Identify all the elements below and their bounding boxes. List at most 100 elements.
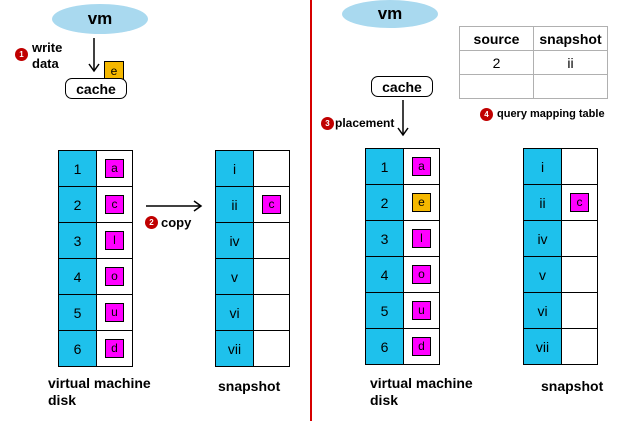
data-block: c <box>570 193 589 212</box>
row-index: 2 <box>58 186 97 223</box>
vm-ellipse-left: vm <box>52 4 148 34</box>
mapping-header-snapshot: snapshot <box>533 26 608 51</box>
row-index: v <box>215 258 254 295</box>
vm-disk-caption-left: virtual machine disk <box>48 375 151 409</box>
write-data-label: write data <box>32 40 62 72</box>
mapping-cell <box>459 74 534 99</box>
row-index: v <box>523 256 562 293</box>
step-4-badge: 4 <box>480 108 493 121</box>
row-index: vi <box>523 292 562 329</box>
step-2-badge: 2 <box>145 216 158 229</box>
row-index: 4 <box>365 256 404 293</box>
row-index: i <box>215 150 254 187</box>
snapshot-caption-left: snapshot <box>218 378 281 394</box>
data-block: o <box>412 265 431 284</box>
cache-box-right: cache <box>371 76 433 97</box>
step-1-badge: 1 <box>15 48 28 61</box>
row-index: ii <box>215 186 254 223</box>
caption-line: virtual machine <box>370 375 473 391</box>
data-label: data <box>32 56 59 71</box>
row-index: vii <box>215 330 254 367</box>
copy-arrow <box>146 200 203 212</box>
caption-line: disk <box>370 392 399 408</box>
row-index: vi <box>215 294 254 331</box>
snapshot-row: iv <box>215 222 290 259</box>
row-index: 3 <box>365 220 404 257</box>
row-index: 1 <box>58 150 97 187</box>
snapshot-row: vii <box>523 328 598 365</box>
data-block: c <box>262 195 281 214</box>
row-index: vii <box>523 328 562 365</box>
row-index: 6 <box>365 328 404 365</box>
row-index: 5 <box>365 292 404 329</box>
snapshot-row: vii <box>215 330 290 367</box>
row-index: iv <box>523 220 562 257</box>
write-label: write <box>32 40 63 55</box>
mapping-cell: 2 <box>459 50 534 75</box>
snapshot-caption-right: snapshot <box>541 378 604 394</box>
snapshot-row: vi <box>215 294 290 331</box>
data-block: e <box>412 193 431 212</box>
data-block: u <box>105 303 124 322</box>
data-block: a <box>412 157 431 176</box>
data-block: o <box>105 267 124 286</box>
cache-box-left: cache <box>65 78 127 99</box>
data-block: d <box>412 337 431 356</box>
mapping-cell: ii <box>533 50 608 75</box>
divider-line <box>310 0 312 421</box>
row-index: iv <box>215 222 254 259</box>
vm-ellipse-right: vm <box>342 0 438 28</box>
row-index: 4 <box>58 258 97 295</box>
snapshot-row: i <box>523 148 598 185</box>
placement-label: placement <box>335 116 395 130</box>
row-index: 1 <box>365 148 404 185</box>
vm-disk-caption-right: virtual machine disk <box>370 375 473 409</box>
query-mapping-label: query mapping table <box>497 108 605 120</box>
row-index: 6 <box>58 330 97 367</box>
step-3-badge: 3 <box>321 117 334 130</box>
snapshot-row: vi <box>523 292 598 329</box>
mapping-table: source snapshot 2 ii <box>459 26 608 99</box>
copy-label: copy <box>161 215 192 230</box>
row-index: ii <box>523 184 562 221</box>
snapshot-row: v <box>523 256 598 293</box>
caption-line: virtual machine <box>48 375 151 391</box>
placement-arrow <box>397 100 409 137</box>
snapshot-row: i <box>215 150 290 187</box>
data-block: l <box>105 231 124 250</box>
data-block: d <box>105 339 124 358</box>
mapping-cell <box>533 74 608 99</box>
row-index: 3 <box>58 222 97 259</box>
snapshot-row: v <box>215 258 290 295</box>
write-arrow <box>88 38 100 73</box>
mapping-row: 2 ii <box>459 50 608 75</box>
row-index: 5 <box>58 294 97 331</box>
mapping-header-row: source snapshot <box>459 26 608 51</box>
snapshot-row: iv <box>523 220 598 257</box>
mapping-row <box>459 74 608 99</box>
row-index: 2 <box>365 184 404 221</box>
data-block: a <box>105 159 124 178</box>
data-block: u <box>412 301 431 320</box>
row-index: i <box>523 148 562 185</box>
data-block: c <box>105 195 124 214</box>
data-block: l <box>412 229 431 248</box>
mapping-header-source: source <box>459 26 534 51</box>
